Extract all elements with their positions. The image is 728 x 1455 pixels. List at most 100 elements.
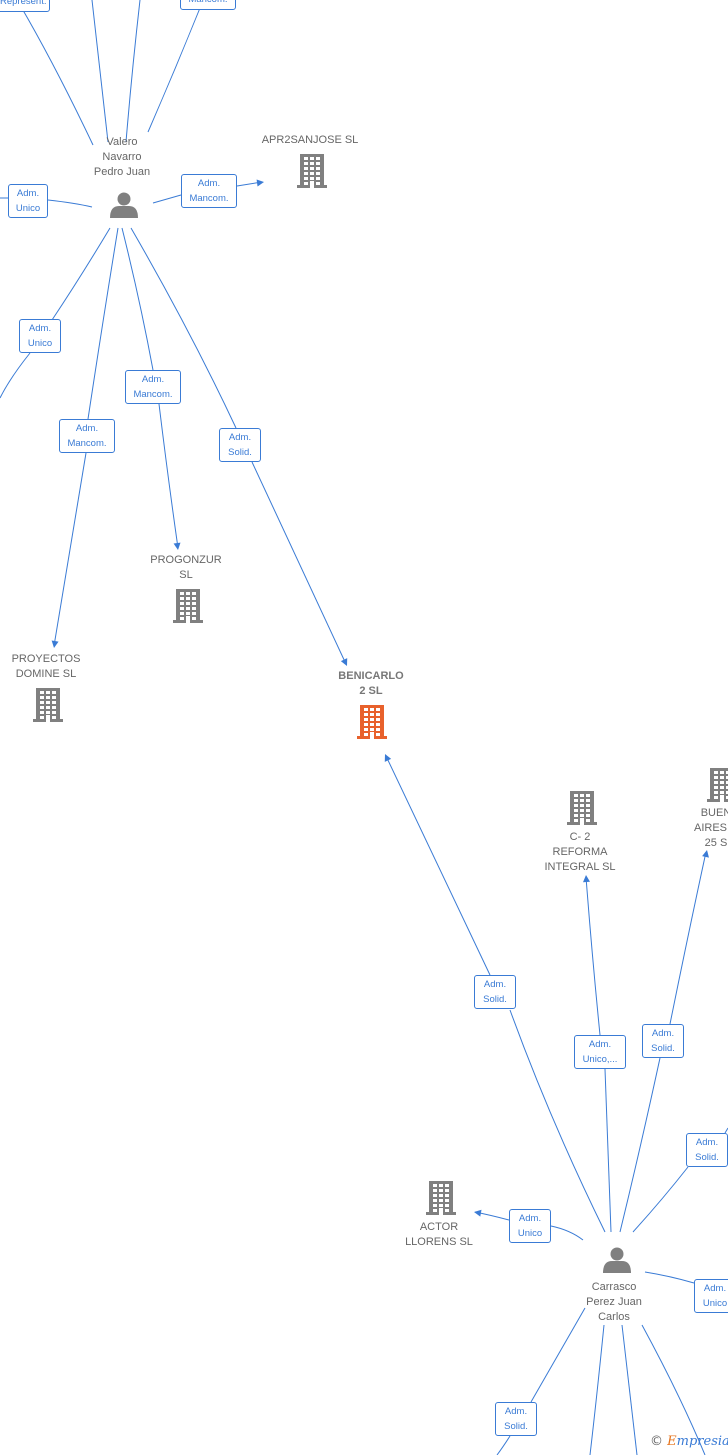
edge-label-line: Mancom. (186, 0, 230, 7)
edge-line (589, 1324, 605, 1455)
person-icon[interactable] (110, 192, 138, 219)
edge-label-line: Represent. (0, 0, 47, 7)
edge-line (550, 1225, 584, 1241)
edge-line (632, 1166, 689, 1233)
edge-label-e_actor[interactable]: Adm. Unico (509, 1209, 551, 1243)
node-label-line: Perez Juan (586, 1296, 642, 1308)
edge-label-line: Adm. (703, 1283, 727, 1294)
node-label-progonzur[interactable]: PROGONZUR SL (150, 553, 222, 583)
edge-label-line: Unico (15, 203, 41, 214)
edge-label-e_left_unico[interactable]: Adm.Unico (8, 184, 48, 218)
edge-line (53, 452, 87, 647)
edge-arrowhead (474, 1209, 482, 1217)
edge-line (385, 755, 491, 976)
edge-line (621, 1324, 638, 1455)
company-icon[interactable] (173, 589, 203, 623)
edge-line (130, 227, 237, 429)
edge-line (152, 194, 182, 204)
node-label-line: Navarro (102, 151, 142, 163)
company-icon[interactable] (567, 791, 597, 825)
node-label-line: Valero (106, 136, 138, 148)
edge-label-line: Solid. (651, 1043, 675, 1054)
node-label-line: DOMINE SL (15, 668, 77, 680)
node-label-actor[interactable]: ACTOR LLORENS SL (405, 1220, 473, 1250)
node-label-apr2sanjose[interactable]: APR2SANJOSE SL (262, 133, 359, 148)
edge-label-e_right_unico[interactable]: Adm. Unico (694, 1279, 728, 1313)
edge-line (121, 227, 154, 371)
edge-line (530, 1307, 586, 1403)
node-label-line: BENICARLO (338, 670, 404, 682)
edge-label-line: Mancom. (189, 193, 229, 204)
node-label-line: PROGONZUR (150, 554, 222, 566)
edge-label-line: Adm. (141, 374, 165, 385)
node-label-line: PROYECTOS (11, 653, 81, 665)
edge-line (644, 1271, 695, 1284)
edge-line (158, 403, 179, 549)
edge-label-e_progonzur[interactable]: Adm. Mancom. (125, 370, 181, 404)
edge-label-e_right_solid[interactable]: Adm.Solid. (686, 1133, 728, 1167)
node-label-line: ACTOR (419, 1221, 459, 1233)
node-label-line: SL (179, 569, 193, 581)
edge-label-line: Unico,... (582, 1054, 618, 1065)
edge-label-e_benicarlo_v[interactable]: Adm.Solid. (219, 428, 261, 462)
edge-label-e_top_left[interactable]: Represent. (0, 0, 50, 12)
node-label-line: 25 S (704, 837, 728, 849)
edge-label-line: Unico (702, 1298, 728, 1309)
company-icon[interactable] (297, 154, 327, 188)
node-label-benicarlo[interactable]: BENICARLO 2 SL (338, 669, 403, 699)
edge-label-line: Adm. (228, 432, 252, 443)
edge-line (47, 199, 93, 208)
edge-label-e_bottom_solid[interactable]: Adm.Solid. (495, 1402, 537, 1436)
edge-label-e_benicarlo_c[interactable]: Adm.Solid. (474, 975, 516, 1009)
edge-label-e_buenos[interactable]: Adm. Solid. (642, 1024, 684, 1058)
edge-label-line: Adm. (197, 178, 221, 189)
focus-company-icon[interactable] (357, 705, 387, 739)
edge-label-line: Adm. (651, 1028, 675, 1039)
node-label-line: Carlos (598, 1311, 630, 1323)
node-label-c2reforma[interactable]: C- 2 REFORMA INTEGRAL SL (544, 830, 615, 875)
edge-label-line: Mancom. (133, 389, 173, 400)
edge-line (585, 876, 601, 1036)
edge-line (147, 7, 201, 133)
company-icon[interactable] (707, 768, 728, 802)
brand-logo: Empresia (667, 1434, 728, 1449)
node-label-line: APR2SANJOSE SL (261, 134, 359, 146)
edge-arrowhead (702, 850, 709, 858)
edge-label-line: Adm. (518, 1213, 542, 1224)
edge-label-line: Adm. (75, 423, 99, 434)
edge-label-e_top_right[interactable]: Mancom. (180, 0, 236, 10)
edge-line (0, 352, 31, 399)
company-icon[interactable] (33, 688, 63, 722)
edge-line (641, 1324, 706, 1455)
edge-line (251, 461, 347, 665)
node-label-line: REFORMA (552, 846, 608, 858)
node-label-line: LLORENS SL (405, 1236, 473, 1248)
edge-label-e_proyectos[interactable]: Adm.Mancom. (59, 419, 115, 453)
edge-line (125, 0, 141, 143)
edge-line (604, 1068, 612, 1233)
edge-label-line: Unico (517, 1228, 543, 1239)
node-label-line: C- 2 (569, 831, 591, 843)
edge-line (91, 0, 109, 143)
node-label-line: INTEGRAL SL (544, 861, 616, 873)
company-icon[interactable] (426, 1181, 456, 1215)
edge-arrowhead (51, 640, 59, 648)
edge-label-e_apr2[interactable]: Adm. Mancom. (181, 174, 237, 208)
person-icon[interactable] (603, 1247, 631, 1274)
node-label-line: Carrasco (591, 1281, 637, 1293)
edge-line (496, 1435, 511, 1455)
edge-arrowhead (582, 875, 590, 883)
edge-label-e_unico2[interactable]: Adm.Unico (19, 319, 61, 353)
edge-line (619, 1057, 661, 1233)
edge-arrowhead (340, 658, 348, 666)
empresia-watermark: © Empresia (650, 1434, 728, 1449)
edge-label-line: Adm. (588, 1039, 612, 1050)
node-label-line: AIRES H (693, 822, 728, 834)
edge-label-e_c2[interactable]: Adm. Unico,... (574, 1035, 626, 1069)
node-label-line: 2 SL (359, 685, 383, 697)
node-label-proyectos[interactable]: PROYECTOS DOMINE SL (12, 652, 81, 682)
